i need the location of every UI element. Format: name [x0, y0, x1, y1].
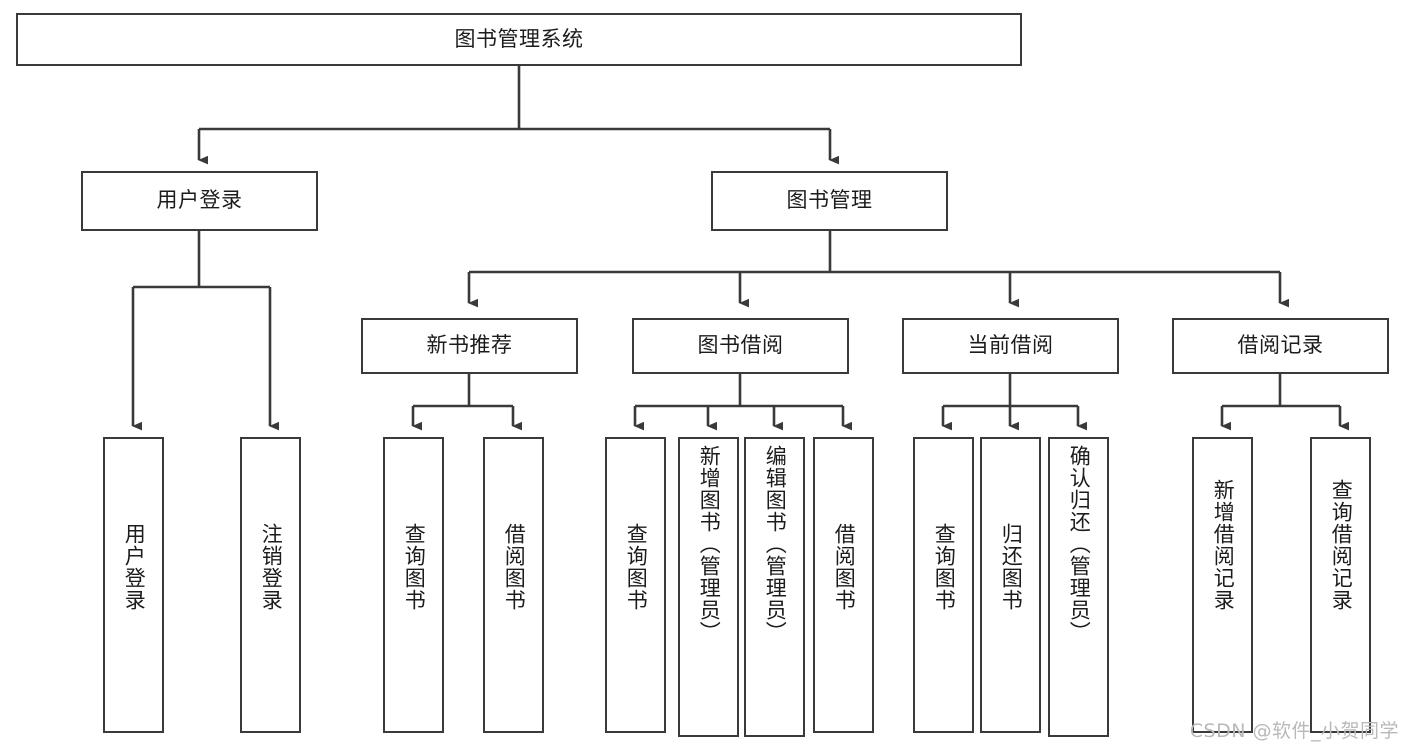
node-label: 新书推荐: [426, 333, 513, 358]
node-label: 用户登录: [156, 188, 243, 213]
node-label: 确认归还（管理员）: [1067, 445, 1092, 643]
node-label: 编辑图书（管理员）: [763, 445, 788, 643]
csdn-watermark: CSDN @软件_小贺同学: [1189, 720, 1399, 742]
leaf-new-book-query-book[interactable]: 查询图书: [383, 437, 444, 733]
node-book-management[interactable]: 图书管理: [711, 171, 948, 231]
node-label: 查询借阅记录: [1329, 479, 1354, 611]
leaf-new-book-borrow-book[interactable]: 借阅图书: [483, 437, 544, 733]
node-label: 用户登录: [122, 523, 147, 611]
node-label: 当前借阅: [967, 333, 1054, 358]
leaf-book-borrow-add-book-admin[interactable]: 新增图书（管理员）: [678, 437, 739, 737]
leaf-current-borrow-confirm-return-admin[interactable]: 确认归还（管理员）: [1048, 437, 1109, 737]
node-label: 新增图书（管理员）: [697, 445, 722, 643]
node-label: 新增借阅记录: [1211, 479, 1236, 611]
node-label: 图书管理系统: [454, 26, 584, 51]
leaf-book-borrow-edit-book-admin[interactable]: 编辑图书（管理员）: [744, 437, 805, 737]
node-book-borrow[interactable]: 图书借阅: [632, 318, 849, 374]
node-current-borrow[interactable]: 当前借阅: [902, 318, 1119, 374]
node-label: 图书借阅: [697, 333, 784, 358]
node-label: 借阅图书: [502, 523, 527, 611]
node-label: 归还图书: [999, 523, 1024, 611]
leaf-current-borrow-query-book[interactable]: 查询图书: [913, 437, 974, 733]
leaf-current-borrow-return-book[interactable]: 归还图书: [980, 437, 1041, 733]
leaf-book-borrow-borrow-book[interactable]: 借阅图书: [813, 437, 874, 733]
node-label: 查询图书: [402, 523, 427, 611]
node-label: 图书管理: [786, 188, 873, 213]
leaf-user-login-login[interactable]: 用户登录: [103, 437, 164, 733]
leaf-user-login-logout[interactable]: 注销登录: [240, 437, 301, 733]
leaf-borrow-record-query-record[interactable]: 查询借阅记录: [1310, 437, 1371, 733]
node-user-login[interactable]: 用户登录: [81, 171, 318, 231]
node-borrow-record[interactable]: 借阅记录: [1172, 318, 1389, 374]
leaf-borrow-record-add-record[interactable]: 新增借阅记录: [1192, 437, 1253, 733]
node-label: 查询图书: [932, 523, 957, 611]
node-root-book-management-system[interactable]: 图书管理系统: [16, 13, 1022, 66]
leaf-book-borrow-query-book[interactable]: 查询图书: [605, 437, 666, 733]
node-label: 借阅记录: [1237, 333, 1324, 358]
node-label: 查询图书: [624, 523, 649, 611]
node-label: 借阅图书: [832, 523, 857, 611]
node-label: 注销登录: [259, 523, 284, 611]
node-new-book-recommend[interactable]: 新书推荐: [361, 318, 578, 374]
